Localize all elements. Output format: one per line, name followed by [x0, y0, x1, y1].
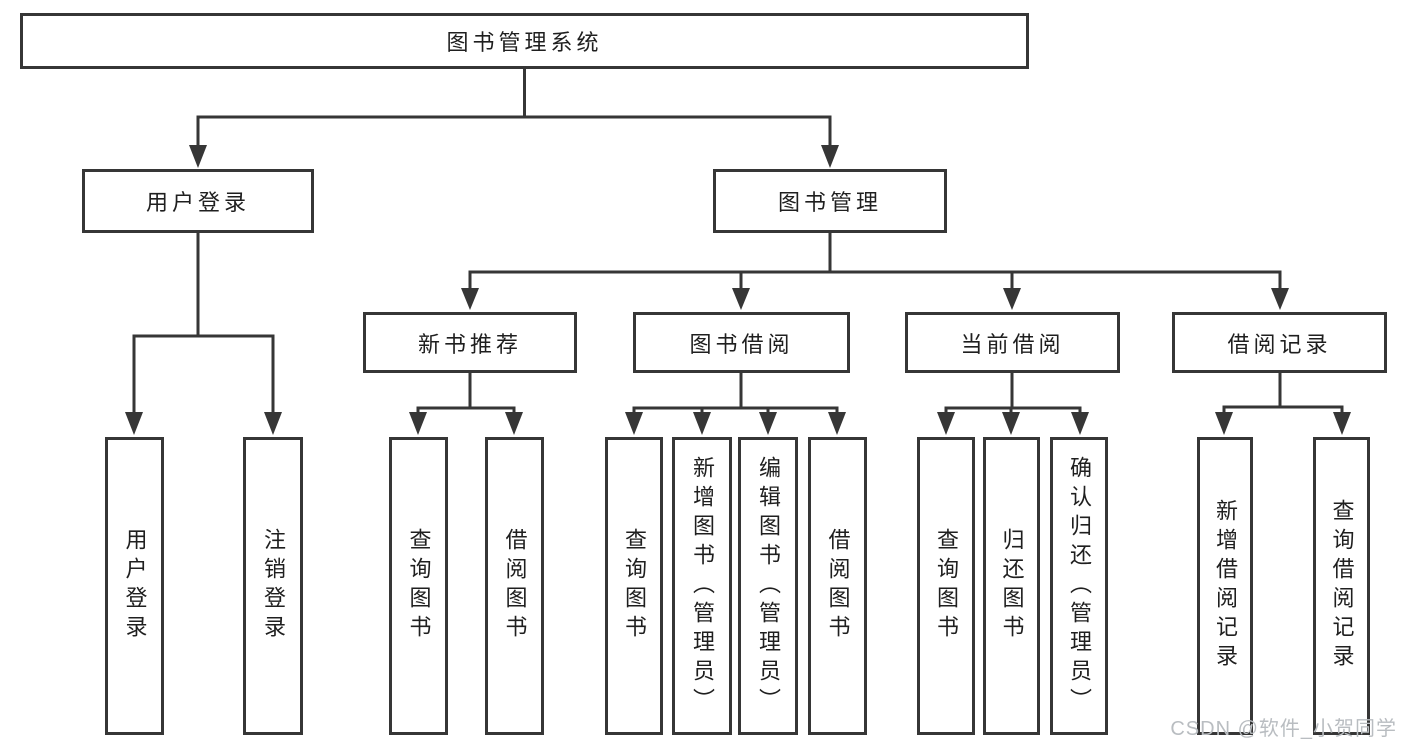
leaf-logout: 注销登录 — [243, 437, 303, 735]
node-label: 当前借阅 — [960, 331, 1065, 357]
node-new-book-recommendation: 新书推荐 — [363, 312, 577, 373]
node-library-system: 图书管理系统 — [20, 13, 1029, 69]
leaf-edit-books-admin: 编辑图书（管理员） — [738, 437, 798, 735]
leaf-label: 归还图书 — [999, 528, 1025, 644]
leaf-return-books: 归还图书 — [983, 437, 1040, 735]
connector-lines — [132, 67, 1344, 418]
leaf-label: 查询图书 — [622, 528, 647, 644]
leaf-label: 查询图书 — [934, 528, 959, 644]
node-borrowing-records: 借阅记录 — [1172, 312, 1387, 373]
leaf-query-books-current: 查询图书 — [917, 437, 975, 735]
node-label: 图书管理 — [777, 190, 882, 215]
leaf-label: 注销登录 — [261, 528, 286, 644]
leaf-borrow-books-borrow: 借阅图书 — [808, 437, 867, 735]
leaf-label: 确认归还（管理员） — [1067, 455, 1092, 717]
leaf-borrow-books-recommend: 借阅图书 — [485, 437, 544, 735]
leaf-label: 新增借阅记录 — [1213, 499, 1238, 673]
leaf-label: 借阅图书 — [502, 528, 528, 644]
node-label: 图书借阅 — [689, 331, 794, 357]
leaf-add-borrow-record: 新增借阅记录 — [1197, 437, 1253, 735]
leaf-user-login: 用户登录 — [105, 437, 164, 735]
leaf-add-books-admin: 新增图书（管理员） — [672, 437, 732, 735]
leaf-query-books-borrow: 查询图书 — [605, 437, 663, 735]
node-book-borrowing: 图书借阅 — [633, 312, 850, 373]
leaf-label: 查询图书 — [406, 528, 432, 644]
arrowheads — [125, 145, 1351, 435]
leaf-label: 新增图书（管理员） — [690, 455, 715, 717]
leaf-label: 查询借阅记录 — [1329, 499, 1355, 673]
leaf-label: 编辑图书（管理员） — [756, 455, 781, 717]
leaf-label: 借阅图书 — [825, 528, 851, 644]
node-label: 新书推荐 — [417, 331, 522, 357]
leaf-query-books-recommend: 查询图书 — [389, 437, 448, 735]
watermark: CSDN @软件_小贺同学 — [1170, 718, 1397, 740]
node-user-login: 用户登录 — [82, 169, 314, 233]
leaf-query-borrow-record: 查询借阅记录 — [1313, 437, 1370, 735]
node-current-borrowing: 当前借阅 — [905, 312, 1120, 373]
node-book-management: 图书管理 — [713, 169, 947, 233]
node-label: 图书管理系统 — [446, 30, 603, 55]
node-label: 用户登录 — [145, 190, 250, 215]
node-label: 借阅记录 — [1227, 331, 1332, 357]
leaf-label: 用户登录 — [122, 528, 148, 644]
leaf-confirm-return-admin: 确认归还（管理员） — [1050, 437, 1108, 735]
